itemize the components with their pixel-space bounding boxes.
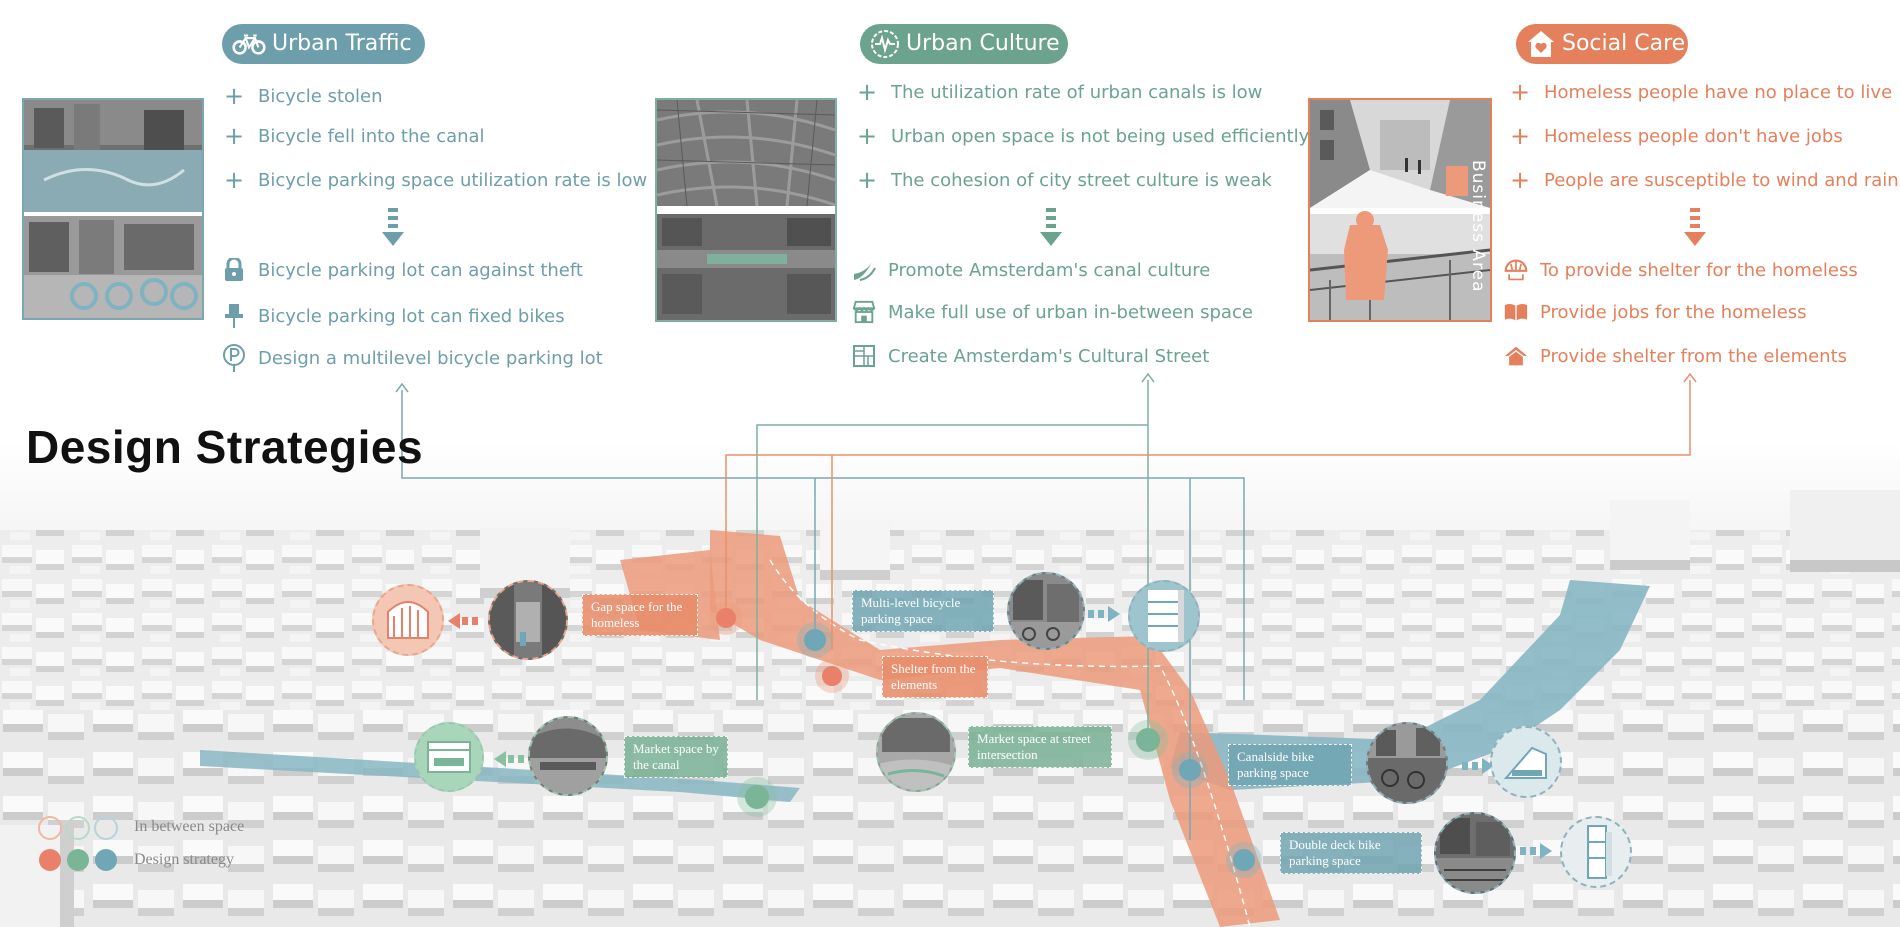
market-canal-photo [528,716,608,796]
culture-strategy-1: Promote Amsterdam's canal culture [852,258,1210,282]
shelter-elements-label: Shelter from the elements [882,656,988,698]
plus-icon: + [856,78,878,106]
urban-traffic-title-text: Urban Traffic [272,31,412,56]
plus-icon: + [1509,122,1531,150]
culture-problem-3: +The cohesion of city street culture is … [856,166,1272,194]
traffic-strategy-2: Bicycle parking lot can fixed bikes [222,304,565,328]
legend-inbetween-label: In between space [134,818,245,835]
canalside-parking-photo [1366,722,1448,804]
market-street-label: Market space at street intersection [968,726,1112,768]
node-orange-gap [709,601,743,635]
photo-caption: Business Area [1468,160,1488,293]
plus-icon: + [856,122,878,150]
umbrella-icon [1504,258,1528,282]
urban-culture-title: Urban Culture [860,24,1068,64]
homeless-business-area-photo: Business Area [1308,98,1492,322]
urban-culture-title-text: Urban Culture [906,31,1060,56]
doubledeck-parking-label: Double deck bike parking space [1280,832,1422,874]
culture-problem-1: +The utilization rate of urban canals is… [856,78,1263,106]
node-blue-canalside [1172,752,1208,788]
social-care-title: Social Care [1516,24,1688,64]
care-strategy-1: To provide shelter for the homeless [1504,258,1858,282]
culture-strategy-2: Make full use of urban in-between space [852,300,1253,324]
node-green-market-street [1128,720,1168,760]
traffic-problem-3: +Bicycle parking space utilization rate … [223,166,648,194]
parking-icon [222,344,246,372]
legend-swatches [38,816,118,871]
node-green-market-canal [737,777,777,817]
pulse-icon [870,27,900,61]
traffic-strategy-3: Design a multilevel bicycle parking lot [222,344,603,372]
house-heart-icon [1526,27,1556,61]
down-arrow-icon [1684,208,1706,246]
traffic-problem-2: +Bicycle fell into the canal [223,122,485,150]
page-title: Design Strategies [26,421,424,473]
plus-icon: + [223,166,245,194]
care-strategy-3: Provide shelter from the elements [1504,344,1847,368]
gap-space-label: Gap space for the homeless [582,594,698,636]
node-blue-doubledeck [1226,842,1262,878]
plus-icon: + [223,82,245,110]
traffic-problem-1: +Bicycle stolen [223,82,383,110]
care-problem-2: +Homeless people don't have jobs [1509,122,1843,150]
market-canal-model [414,722,484,792]
gap-space-shelter-icon [372,584,444,656]
wave-icon [852,258,876,282]
market-street-photo [876,712,956,792]
multilevel-parking-photo [1007,572,1085,650]
shop-icon [852,300,876,324]
care-strategy-2: Provide jobs for the homeless [1504,300,1807,324]
doubledeck-parking-model [1560,816,1632,888]
down-arrow-icon [382,208,404,246]
down-arrow-icon [1040,208,1062,246]
culture-problem-2: +Urban open space is not being used effi… [856,122,1310,150]
doubledeck-parking-photo [1434,812,1516,894]
home-icon [1504,344,1528,368]
pin-icon [222,304,246,328]
grid-icon [852,344,876,368]
traffic-strategy-1: Bicycle parking lot can against theft [222,258,583,282]
plus-icon: + [1509,78,1531,106]
multilevel-parking-label: Multi-level bicycle parking space [852,590,994,632]
gap-space-photo [488,580,568,660]
lock-icon [222,258,246,282]
aerial-canal-photo [655,98,837,322]
canalside-parking-label: Canalside bike parking space [1228,744,1352,786]
market-canal-label: Market space by the canal [624,736,728,778]
plus-icon: + [856,166,878,194]
node-blue-multilevel [797,622,833,658]
plus-icon: + [1509,166,1531,194]
legend-strategy-label: Design strategy [134,851,234,868]
urban-traffic-title: Urban Traffic [222,24,425,64]
node-orange-shelter [815,659,849,693]
care-problem-3: +People are susceptible to wind and rain [1509,166,1899,194]
canalside-parking-model [1490,726,1562,798]
social-care-title-text: Social Care [1562,31,1686,56]
bicycle-icon [232,27,266,61]
bicycle-canal-photo [22,98,204,320]
multilevel-parking-model [1128,580,1200,652]
care-problem-1: +Homeless people have no place to live [1509,78,1893,106]
plus-icon: + [223,122,245,150]
book-icon [1504,300,1528,324]
culture-strategy-3: Create Amsterdam's Cultural Street [852,344,1209,368]
